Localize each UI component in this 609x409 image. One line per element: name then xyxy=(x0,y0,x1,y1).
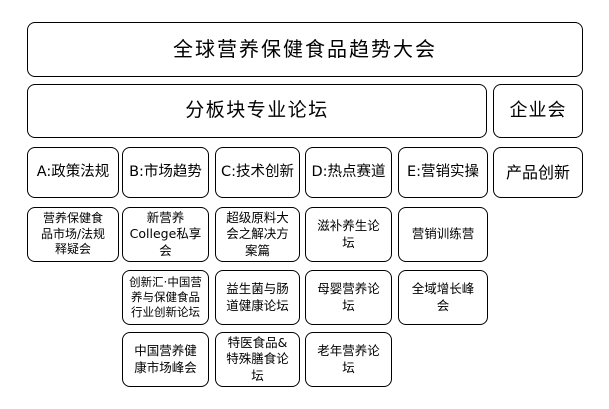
node-enterprise-meeting: 企业会 xyxy=(493,84,583,138)
node-track-a-policy: A:政策法规 xyxy=(27,147,119,198)
node-product-innovation: 产品创新 xyxy=(493,147,583,198)
node-session-marketing-bootcamp: 营销训练营 xyxy=(398,207,488,262)
node-session-super-ingredients: 超级原料大 会之解决方 案篇 xyxy=(215,207,300,262)
node-session-innovation-hub-forum: 创新汇·中国营 养与保健食品 行业创新论坛 xyxy=(122,270,209,325)
node-session-new-nutrition-college: 新营养 College私享 会 xyxy=(122,207,209,262)
node-track-b-market: B:市场趋势 xyxy=(122,147,209,198)
node-session-maternal-infant-nutrition: 母婴营养论 坛 xyxy=(305,270,392,325)
node-track-c-technology: C:技术创新 xyxy=(215,147,300,198)
node-track-e-marketing: E:营销实操 xyxy=(398,147,488,198)
node-session-market-regulation-qa: 营养保健食 品市场/法规 释疑会 xyxy=(27,207,119,262)
node-track-d-hot-topics: D:热点赛道 xyxy=(305,147,392,198)
node-session-senior-nutrition-forum: 老年营养论 坛 xyxy=(305,332,392,387)
node-forum-subtitle: 分板块专业论坛 xyxy=(27,84,487,138)
node-session-probiotics-gut-health: 益生菌与肠 道健康论坛 xyxy=(215,270,300,325)
node-session-special-medical-food: 特医食品& 特殊膳食论 坛 xyxy=(215,332,300,387)
node-session-china-nutrition-market-summit: 中国营养健 康市场峰会 xyxy=(122,332,209,387)
node-session-tonic-wellness-forum: 滋补养生论 坛 xyxy=(305,207,392,262)
node-session-omni-growth-summit: 全域增长峰 会 xyxy=(398,270,488,325)
node-conference-title: 全球营养保健食品趋势大会 xyxy=(27,22,583,77)
